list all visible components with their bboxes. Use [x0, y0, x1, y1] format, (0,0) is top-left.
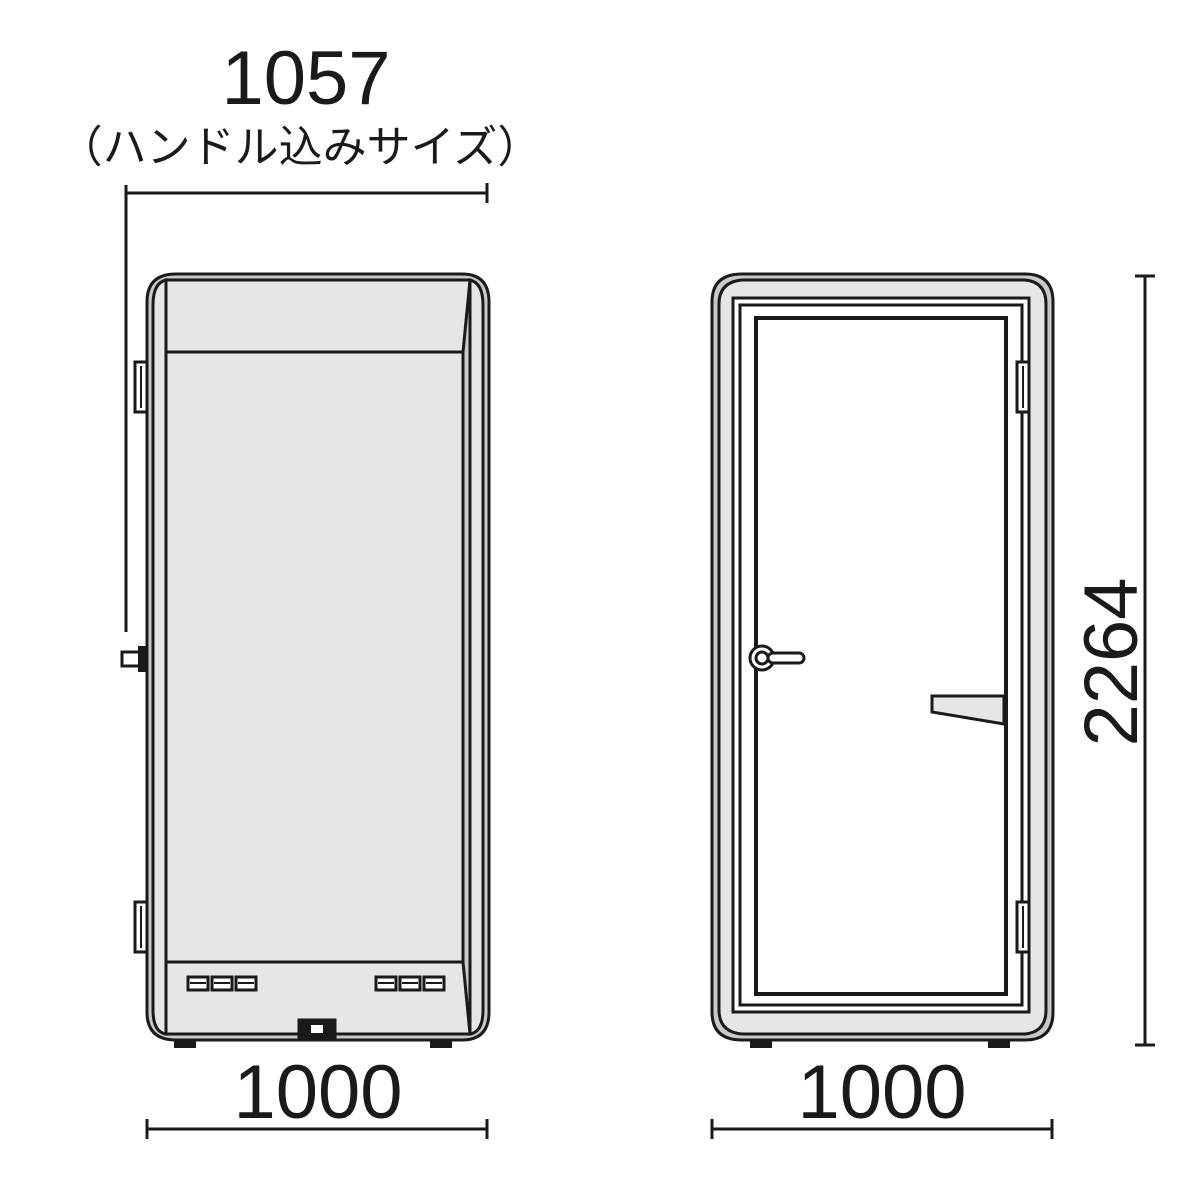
side-foot-left — [174, 1040, 196, 1048]
side-top-panel — [164, 278, 472, 354]
side-vent-left — [186, 975, 258, 992]
dimension-side-width-line — [145, 1119, 489, 1139]
dimension-side-width-label: 1000 — [233, 1050, 402, 1135]
front-foot-left — [750, 1040, 772, 1048]
front-foot-right — [988, 1040, 1010, 1048]
side-power-outlet-icon — [297, 1018, 337, 1040]
side-handle-knob — [138, 646, 146, 672]
dimension-1057-line — [124, 183, 489, 632]
front-view: 1000 2264 — [710, 272, 1155, 1139]
dimension-front-width-label: 1000 — [797, 1050, 966, 1135]
side-view: 1057 （ハンドル込みサイズ） — [59, 36, 542, 1139]
side-vent-right — [374, 975, 446, 992]
dimension-height-line — [1135, 274, 1155, 1047]
dimension-front-width-line — [710, 1119, 1054, 1139]
dimension-1057-note: （ハンドル込みサイズ） — [59, 122, 542, 173]
dimension-1057-label: 1057 — [221, 36, 390, 121]
side-inner-strip-left — [151, 278, 168, 1036]
side-inner-strip-right — [468, 278, 485, 1036]
side-main-panel — [164, 350, 465, 964]
door-handle-icon — [748, 644, 806, 672]
dimension-height-label: 2264 — [1069, 577, 1154, 746]
side-foot-right — [430, 1040, 452, 1048]
